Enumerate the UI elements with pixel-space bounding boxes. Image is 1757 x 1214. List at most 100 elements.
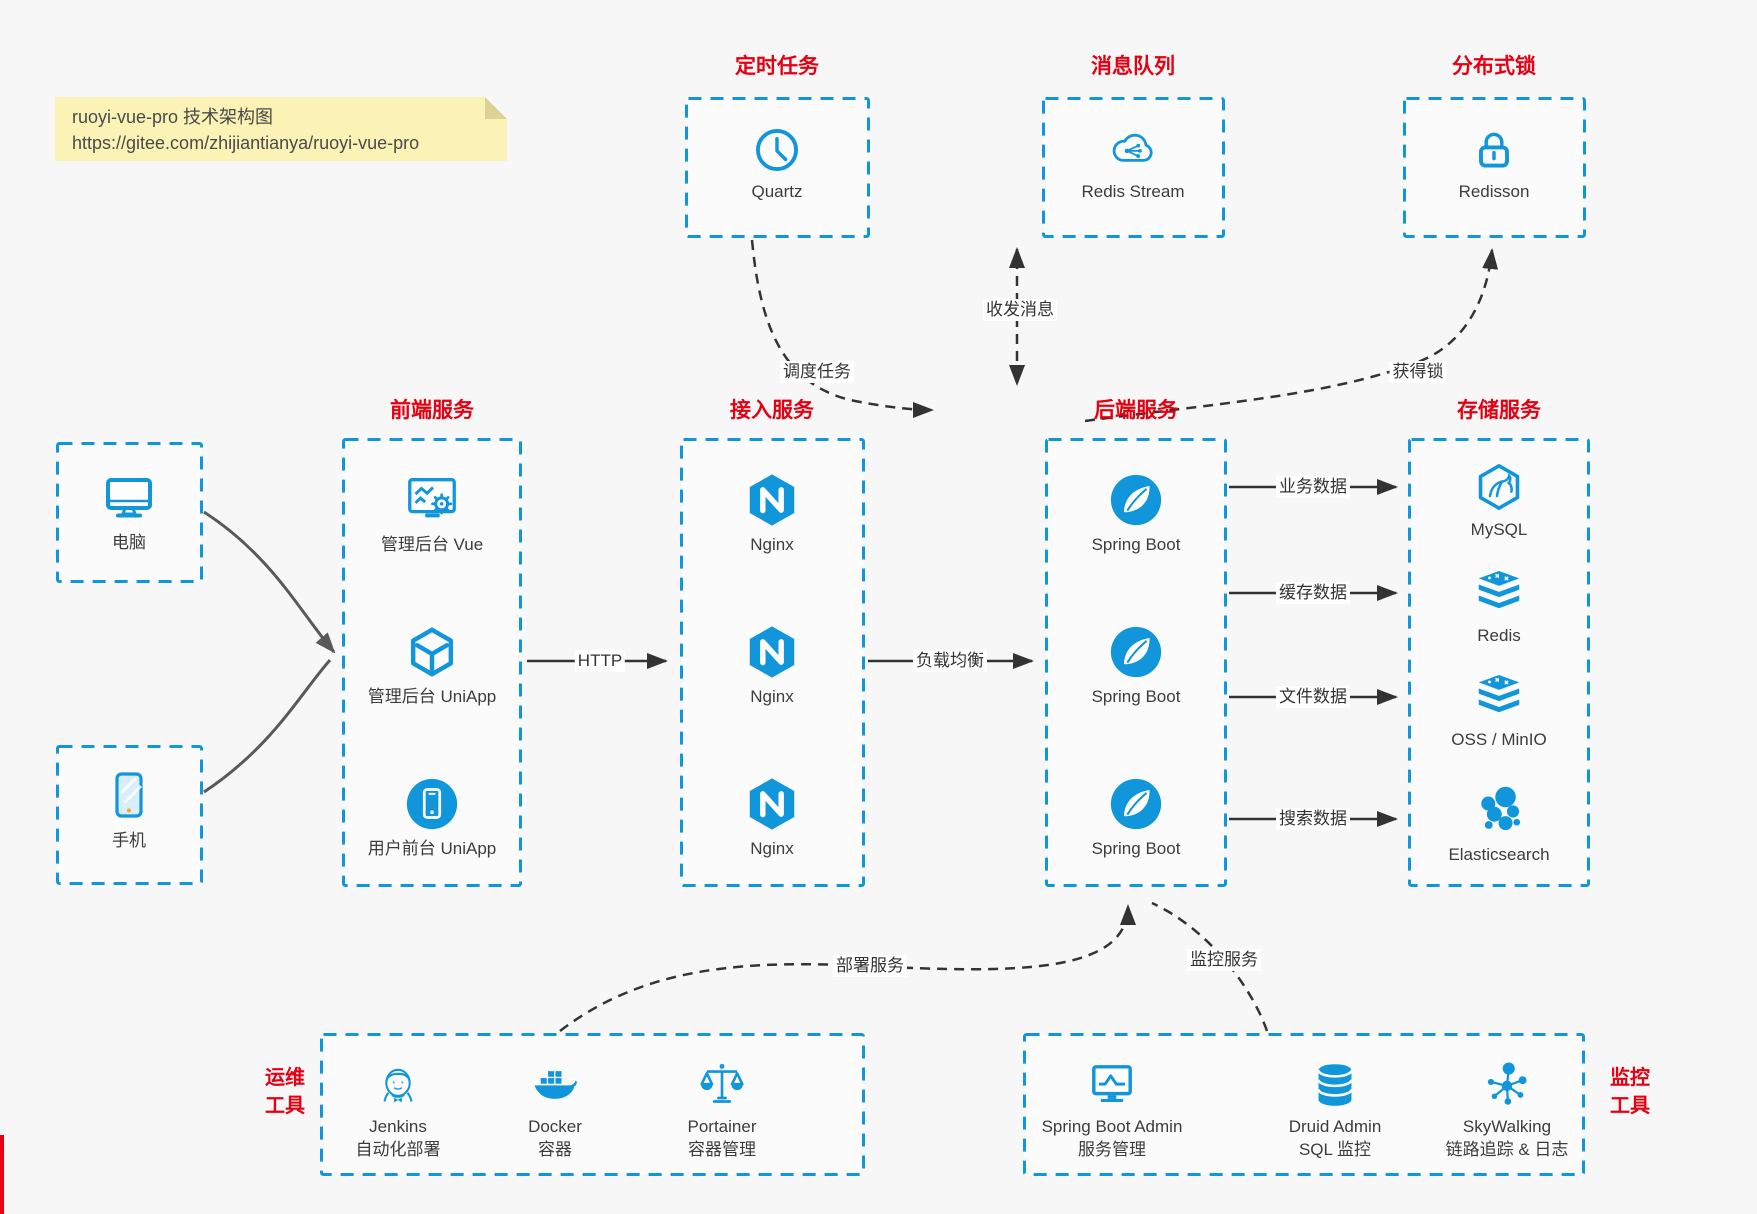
node-portainer: Portainer 容器管理 — [637, 1059, 807, 1162]
cloud-stream-icon — [1107, 124, 1159, 176]
nginx-icon — [743, 623, 801, 681]
edge-computer-to-frontend — [203, 510, 336, 654]
admin-vue-icon — [403, 471, 461, 529]
node-label: Redisson — [1458, 182, 1530, 201]
note-title: ruoyi-vue-pro 技术架构图 — [72, 107, 274, 127]
node-label: Spring Boot — [1091, 687, 1181, 706]
edge-label-business-data: 业务数据 — [1276, 476, 1350, 498]
title-lock: 分布式锁 — [1452, 55, 1536, 78]
ops-label-line2: 工具 — [265, 1095, 305, 1117]
node-skywalking: SkyWalking 链路追踪 & 日志 — [1422, 1059, 1592, 1162]
node-jenkins: Jenkins 自动化部署 — [313, 1059, 483, 1162]
mq-group-box — [1042, 97, 1225, 238]
node-label: Nginx — [750, 687, 794, 706]
title-storage: 存储服务 — [1457, 399, 1541, 422]
node-docker: Docker 容器 — [470, 1059, 640, 1162]
monitor-label-line1: 监控 — [1610, 1067, 1650, 1089]
note-url: https://gitee.com/zhijiantianya/ruoyi-vu… — [72, 133, 420, 153]
edge-label-message: 收发消息 — [983, 299, 1057, 321]
nginx-icon — [743, 775, 801, 833]
node-sublabel: 容器 — [538, 1140, 572, 1159]
edge-label-search-data: 搜索数据 — [1276, 808, 1350, 830]
left-edge-red-strip — [0, 1135, 4, 1214]
edge-acquire-lock — [1084, 248, 1499, 423]
node-label: 管理后台 UniApp — [367, 687, 497, 706]
node-sublabel: SQL 监控 — [1298, 1140, 1372, 1159]
node-label: Nginx — [750, 535, 794, 554]
edge-deploy — [559, 904, 1136, 1032]
node-springboot-admin: Spring Boot Admin 服务管理 — [1027, 1059, 1197, 1162]
title-monitor-tools: 监控 工具 — [1610, 1064, 1650, 1120]
node-redis-stream: Redis Stream — [1048, 124, 1218, 203]
storage-group-box — [1408, 438, 1590, 887]
title-ops-tools: 运维 工具 — [265, 1064, 305, 1120]
node-computer: 电脑 — [44, 467, 214, 554]
title-mq: 消息队列 — [1091, 55, 1175, 78]
title-scheduler: 定时任务 — [735, 55, 819, 78]
edge-label-deploy: 部署服务 — [833, 955, 907, 977]
ops-tools-group-box — [320, 1033, 865, 1176]
node-user-uniapp: 用户前台 UniApp — [347, 775, 517, 860]
node-label: 用户前台 UniApp — [367, 839, 497, 858]
elasticsearch-icon — [1471, 783, 1527, 839]
edge-label-load-balance: 负载均衡 — [913, 650, 987, 672]
spring-icon — [1107, 623, 1165, 681]
node-label: 管理后台 Vue — [380, 535, 484, 554]
node-phone: 手机 — [44, 765, 214, 852]
node-label: Docker — [528, 1117, 582, 1136]
title-frontend: 前端服务 — [390, 399, 474, 422]
node-label: 手机 — [112, 831, 146, 850]
monitor-label-line2: 工具 — [1610, 1095, 1650, 1117]
node-sublabel: 链路追踪 & 日志 — [1445, 1140, 1569, 1159]
cube-icon — [403, 623, 461, 681]
mysql-icon — [1472, 460, 1526, 514]
node-redisson: Redisson — [1409, 124, 1579, 203]
node-label: Nginx — [750, 839, 794, 858]
edge-label-http: HTTP — [574, 650, 626, 672]
node-nginx-1: Nginx — [687, 471, 857, 556]
lock-icon — [1468, 124, 1520, 176]
database-icon — [1309, 1059, 1361, 1111]
node-label: Jenkins — [369, 1117, 427, 1136]
node-label: Redis — [1477, 626, 1521, 645]
node-mysql: MySQL — [1414, 460, 1584, 541]
node-label: Druid Admin — [1288, 1117, 1382, 1136]
node-label: Redis Stream — [1081, 182, 1185, 201]
node-sublabel: 容器管理 — [688, 1140, 756, 1159]
title-backend: 后端服务 — [1094, 399, 1178, 422]
node-label: Quartz — [751, 182, 803, 201]
network-nodes-icon — [1481, 1059, 1533, 1111]
edge-schedule-task — [750, 239, 934, 418]
edge-label-cache-data: 缓存数据 — [1276, 582, 1350, 604]
node-oss-minio: OSS / MinIO — [1414, 670, 1584, 751]
node-label: Spring Boot — [1091, 535, 1181, 554]
node-label: Elasticsearch — [1448, 845, 1550, 864]
node-redis: Redis — [1414, 566, 1584, 647]
node-nginx-2: Nginx — [687, 623, 857, 708]
node-admin-vue: 管理后台 Vue — [347, 471, 517, 556]
spring-icon — [1107, 471, 1165, 529]
portainer-icon — [696, 1059, 748, 1111]
edge-label-monitor: 监控服务 — [1187, 949, 1261, 971]
node-label: Portainer — [687, 1117, 757, 1136]
node-elasticsearch: Elasticsearch — [1414, 783, 1584, 866]
docker-icon — [529, 1059, 581, 1111]
redis-icon — [1472, 566, 1526, 620]
title-gateway: 接入服务 — [730, 399, 814, 422]
jenkins-icon — [372, 1059, 424, 1111]
monitor-chart-icon — [1086, 1059, 1138, 1111]
desktop-icon — [99, 467, 159, 527]
node-sublabel: 自动化部署 — [355, 1140, 441, 1159]
clock-icon — [751, 124, 803, 176]
spring-icon — [1107, 775, 1165, 833]
node-nginx-3: Nginx — [687, 775, 857, 860]
phone-icon — [99, 765, 159, 825]
node-springboot-3: Spring Boot — [1051, 775, 1221, 860]
node-sublabel: 服务管理 — [1078, 1140, 1146, 1159]
edge-monitor — [1151, 901, 1269, 1032]
node-label: OSS / MinIO — [1451, 730, 1547, 749]
sticky-note: ruoyi-vue-pro 技术架构图 https://gitee.com/zh… — [55, 97, 507, 161]
mobile-app-icon — [403, 775, 461, 833]
node-label: MySQL — [1470, 520, 1528, 539]
